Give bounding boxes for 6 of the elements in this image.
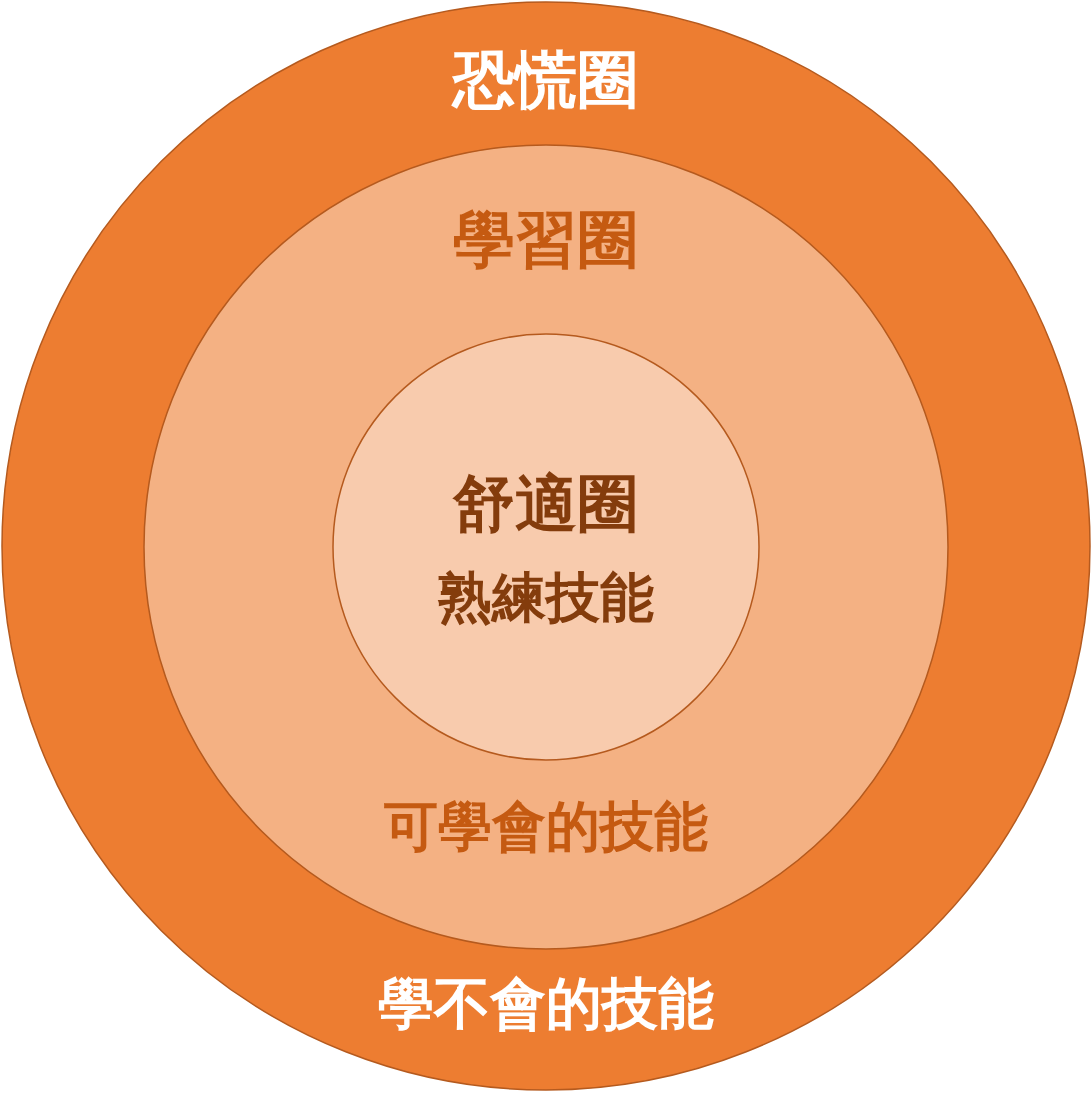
zone-title: 舒適圈 [453,467,639,540]
zone-description: 熟練技能 [438,566,654,629]
zone-description: 學不會的技能 [378,972,714,1037]
zone-title: 恐慌圈 [453,43,639,116]
zone-description: 可學會的技能 [384,795,708,858]
zone-title: 學習圈 [453,203,639,276]
